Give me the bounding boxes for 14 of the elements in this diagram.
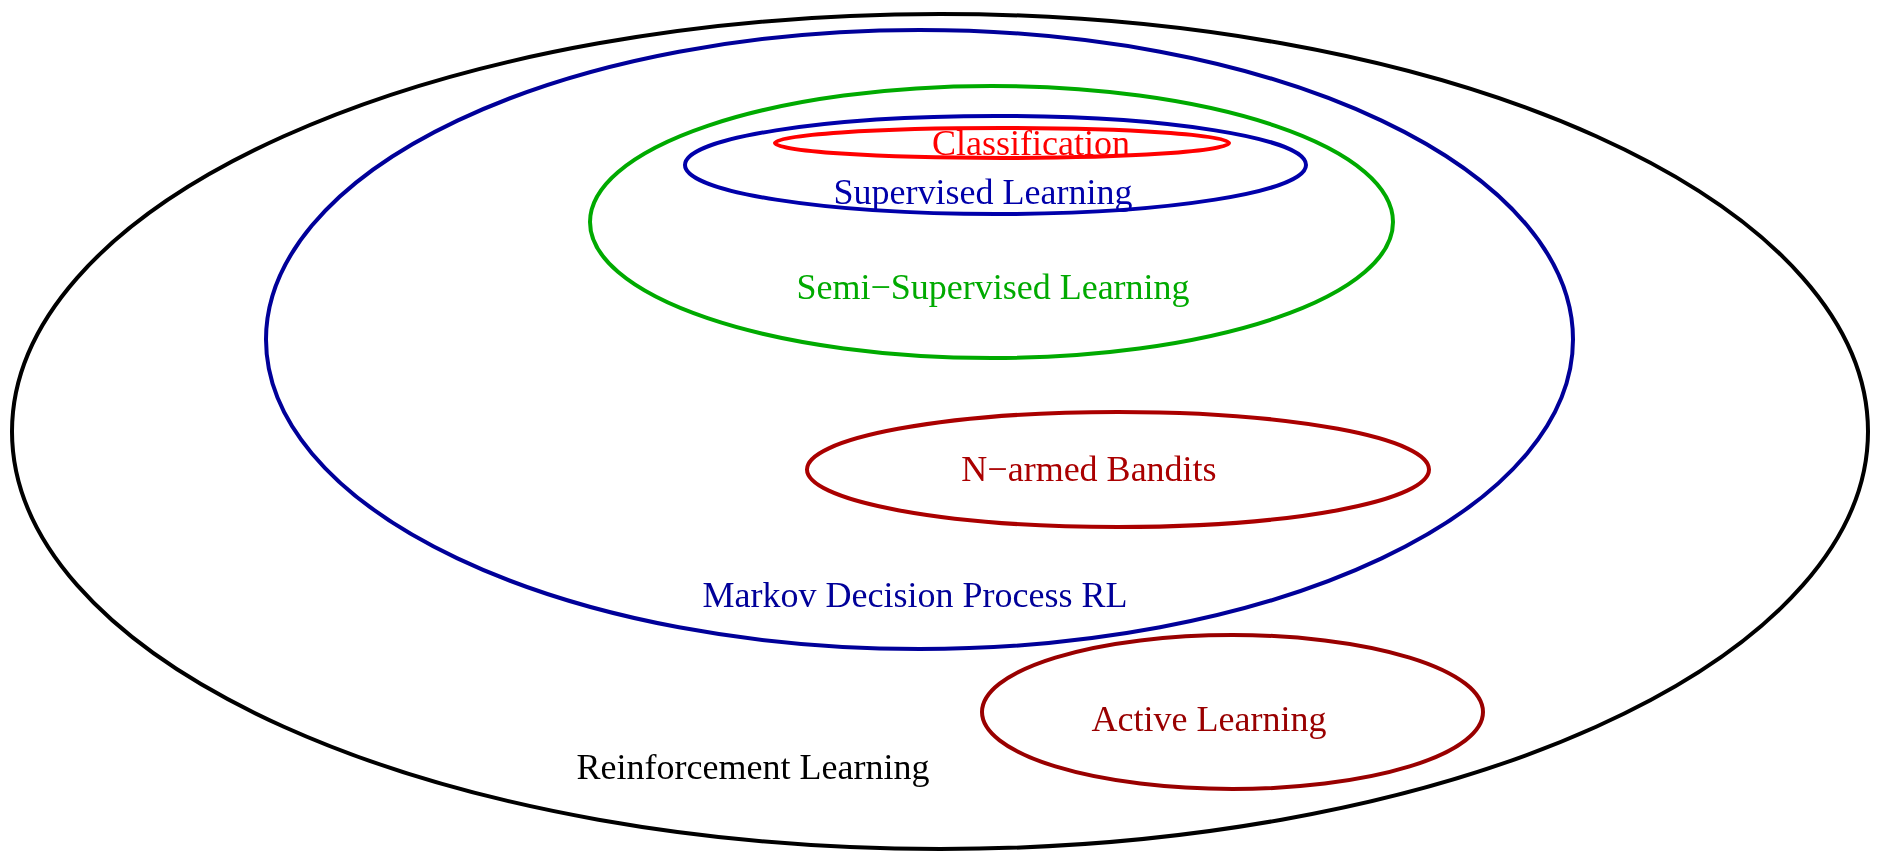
set-ellipse bbox=[683, 114, 1308, 216]
set-ellipse bbox=[10, 12, 1870, 851]
set-label: Classification bbox=[932, 124, 1130, 164]
set-ellipse bbox=[980, 633, 1485, 791]
set-label: Active Learning bbox=[1091, 700, 1327, 740]
set-label: N−armed Bandits bbox=[961, 450, 1217, 490]
set-ellipse bbox=[264, 28, 1575, 651]
set-label: Supervised Learning bbox=[833, 173, 1133, 213]
set-ellipse bbox=[588, 84, 1395, 360]
set-ellipse bbox=[773, 126, 1231, 160]
set-label: Reinforcement Learning bbox=[576, 748, 930, 788]
set-label: Markov Decision Process RL bbox=[702, 576, 1128, 616]
set-label: Semi−Supervised Learning bbox=[796, 268, 1190, 308]
set-ellipse bbox=[805, 410, 1431, 529]
